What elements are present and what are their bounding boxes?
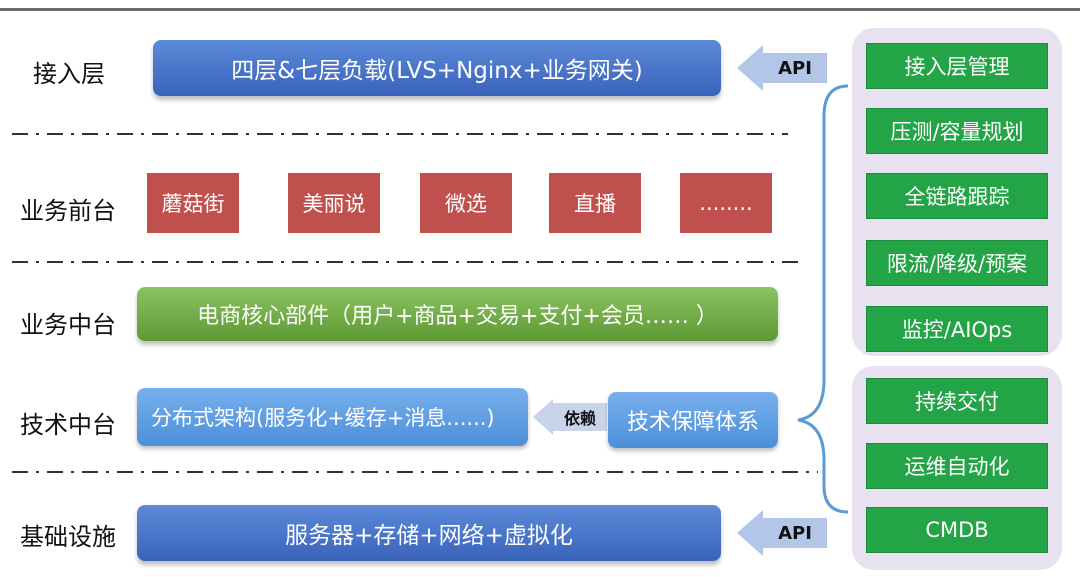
access-layer-bar: 四层&七层负载(LVS+Nginx+业务网关) [153,40,721,96]
rate-limit-box: 限流/降级/预案 [866,240,1048,286]
continuous-delivery-box: 持续交付 [866,378,1048,424]
app-box-mogujie: 蘑菇街 [147,173,239,233]
full-link-tracing-box: 全链路跟踪 [866,173,1048,219]
dependency-arrow-label: 依赖 [553,403,607,431]
tech-guarantee-box: 技术保障体系 [608,392,778,448]
distributed-architecture-bar: 分布式架构(服务化+缓存+消息......) [137,388,528,446]
infrastructure-bar: 服务器+存储+网络+虚拟化 [137,505,721,561]
divider-2 [12,261,800,263]
capacity-planning-box: 压测/容量规划 [866,108,1048,154]
row-label-infra: 基础设施 [20,523,116,551]
api-arrow-bottom: API [737,510,827,556]
divider-3 [12,471,818,473]
row-label-middle: 业务中台 [20,311,116,339]
dependency-arrow: 依赖 [533,399,607,435]
divider-1 [12,133,788,135]
arrow-left-icon [737,45,763,91]
arrow-left-icon [533,399,553,435]
api-arrow-top: API [737,45,827,91]
app-box-live: 直播 [549,173,641,233]
row-label-access: 接入层 [33,60,105,88]
arrow-left-icon [737,510,763,556]
top-rule [0,8,1080,11]
access-layer-management-box: 接入层管理 [866,43,1048,89]
app-box-more: ........ [680,173,772,233]
curly-brace-icon [797,84,849,514]
cmdb-box: CMDB [866,507,1048,553]
row-label-tech: 技术中台 [20,411,116,439]
row-label-frontend: 业务前台 [20,197,116,225]
api-arrow-bottom-label: API [763,518,827,548]
app-box-meilishuo: 美丽说 [288,173,380,233]
business-middle-bar: 电商核心部件（用户+商品+交易+支付+会员…… ） [137,287,778,341]
app-box-weixuan: 微选 [420,173,512,233]
monitoring-aiops-box: 监控/AIOps [866,306,1048,352]
ops-automation-box: 运维自动化 [866,443,1048,489]
api-arrow-top-label: API [763,53,827,83]
